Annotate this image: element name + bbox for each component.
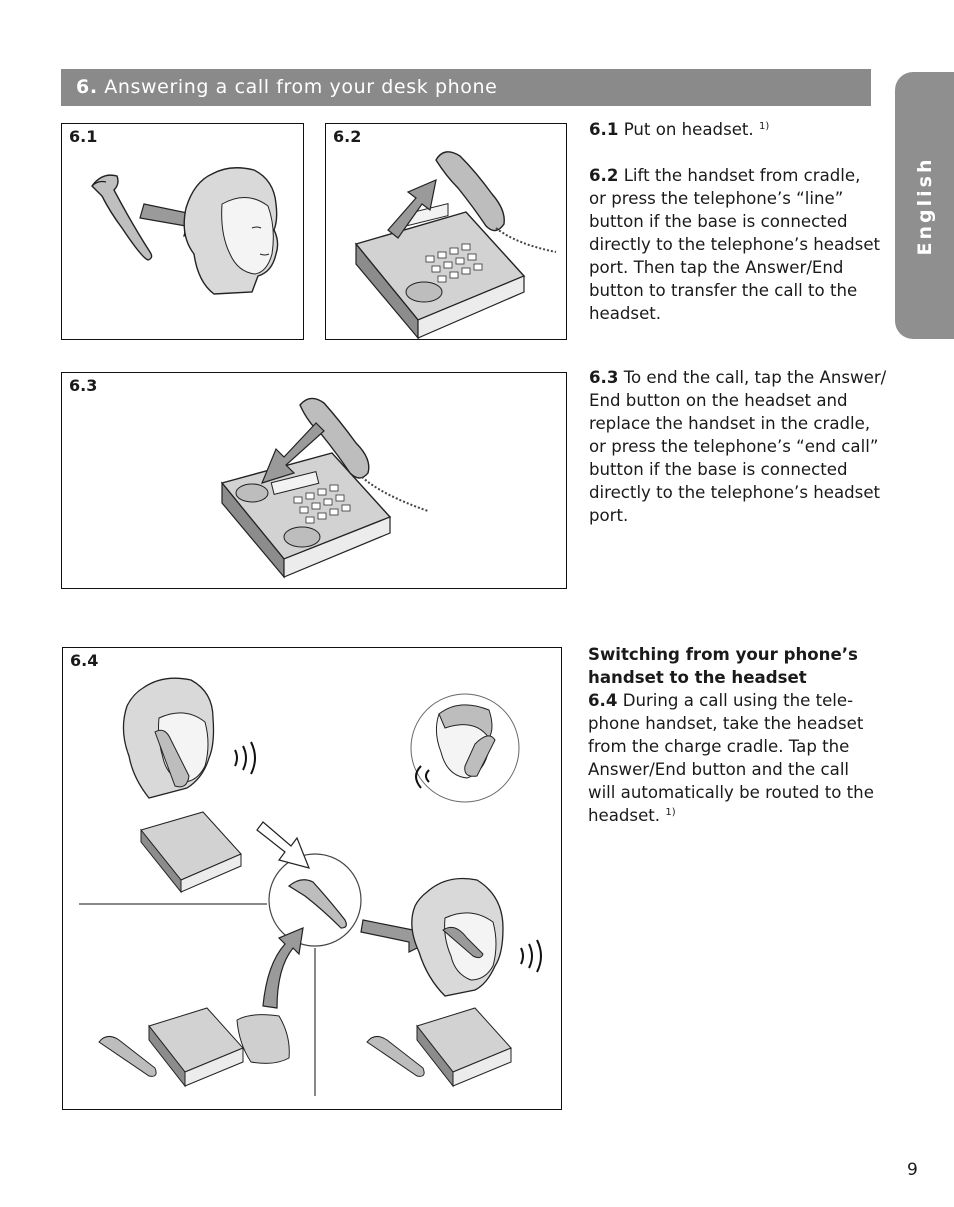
figure-label: 6.1 — [69, 127, 98, 146]
step-6-4-line: will automatically be routed to the — [588, 783, 874, 802]
step-6-3: 6.3 To end the call, tap the Answer/ End… — [589, 366, 889, 527]
figure-label: 6.4 — [70, 651, 99, 670]
steps-6-1-6-2: 6.1 Put on headset. 1) 6.2 Lift the hand… — [589, 118, 889, 325]
page-number: 9 — [907, 1160, 918, 1180]
step-6-4-line: phone handset, take the headset — [588, 714, 864, 733]
section-header: 6. Answering a call from your desk phone — [61, 69, 871, 106]
step-6-2-line: button to transfer the call to the — [589, 281, 858, 300]
step-6-3-line: End button on the headset and — [589, 391, 848, 410]
step-6-4-line: headset. 1) — [588, 806, 676, 825]
step-6-2-line: directly to the telephone’s headset — [589, 235, 881, 254]
put-on-headset-illustration — [91, 167, 279, 295]
step-6-3-line: port. — [589, 506, 629, 525]
step-6-1: 6.1 Put on headset. 1) — [589, 120, 770, 139]
language-tab-label: English — [913, 156, 936, 255]
step-6-4-line: from the charge cradle. Tap the — [588, 737, 850, 756]
figure-label: 6.2 — [333, 127, 362, 146]
step-6-2-line: headset. — [589, 304, 662, 323]
step-6-3-line: or press the telephone’s “end call” — [589, 437, 879, 456]
step-6-3-line: button if the base is connected — [589, 460, 848, 479]
figure-label: 6.3 — [69, 376, 98, 395]
figure-6-4: 6.4 — [62, 647, 562, 1110]
subsection-heading: handset to the headset — [588, 668, 807, 687]
figure-6-2: 6.2 — [325, 123, 567, 340]
step-6-2: 6.2 Lift the handset from cradle, — [589, 166, 861, 185]
switch-to-headset-illustration — [79, 677, 542, 1096]
step-6-2-line: or press the telephone’s “line” — [589, 189, 844, 208]
section-number: 6. — [76, 76, 98, 98]
lift-handset-illustration — [354, 151, 557, 340]
figure-6-3: 6.3 — [61, 372, 567, 589]
subsection-heading: Switching from your phone’s — [588, 645, 858, 664]
step-6-4-line: Answer/End button and the call — [588, 760, 850, 779]
step-6-3-line: replace the handset in the cradle, — [589, 414, 871, 433]
figure-6-1: 6.1 — [61, 123, 304, 340]
step-6-2-line: button if the base is connected — [589, 212, 848, 231]
step-6-2-line: port. Then tap the Answer/End — [589, 258, 844, 277]
language-tab: English — [895, 72, 954, 339]
replace-handset-illustration — [220, 397, 429, 579]
section-title: Answering a call from your desk phone — [104, 76, 498, 98]
step-6-3-line: directly to the telephone’s headset — [589, 483, 881, 502]
step-6-4: Switching from your phone’s handset to t… — [588, 643, 888, 827]
